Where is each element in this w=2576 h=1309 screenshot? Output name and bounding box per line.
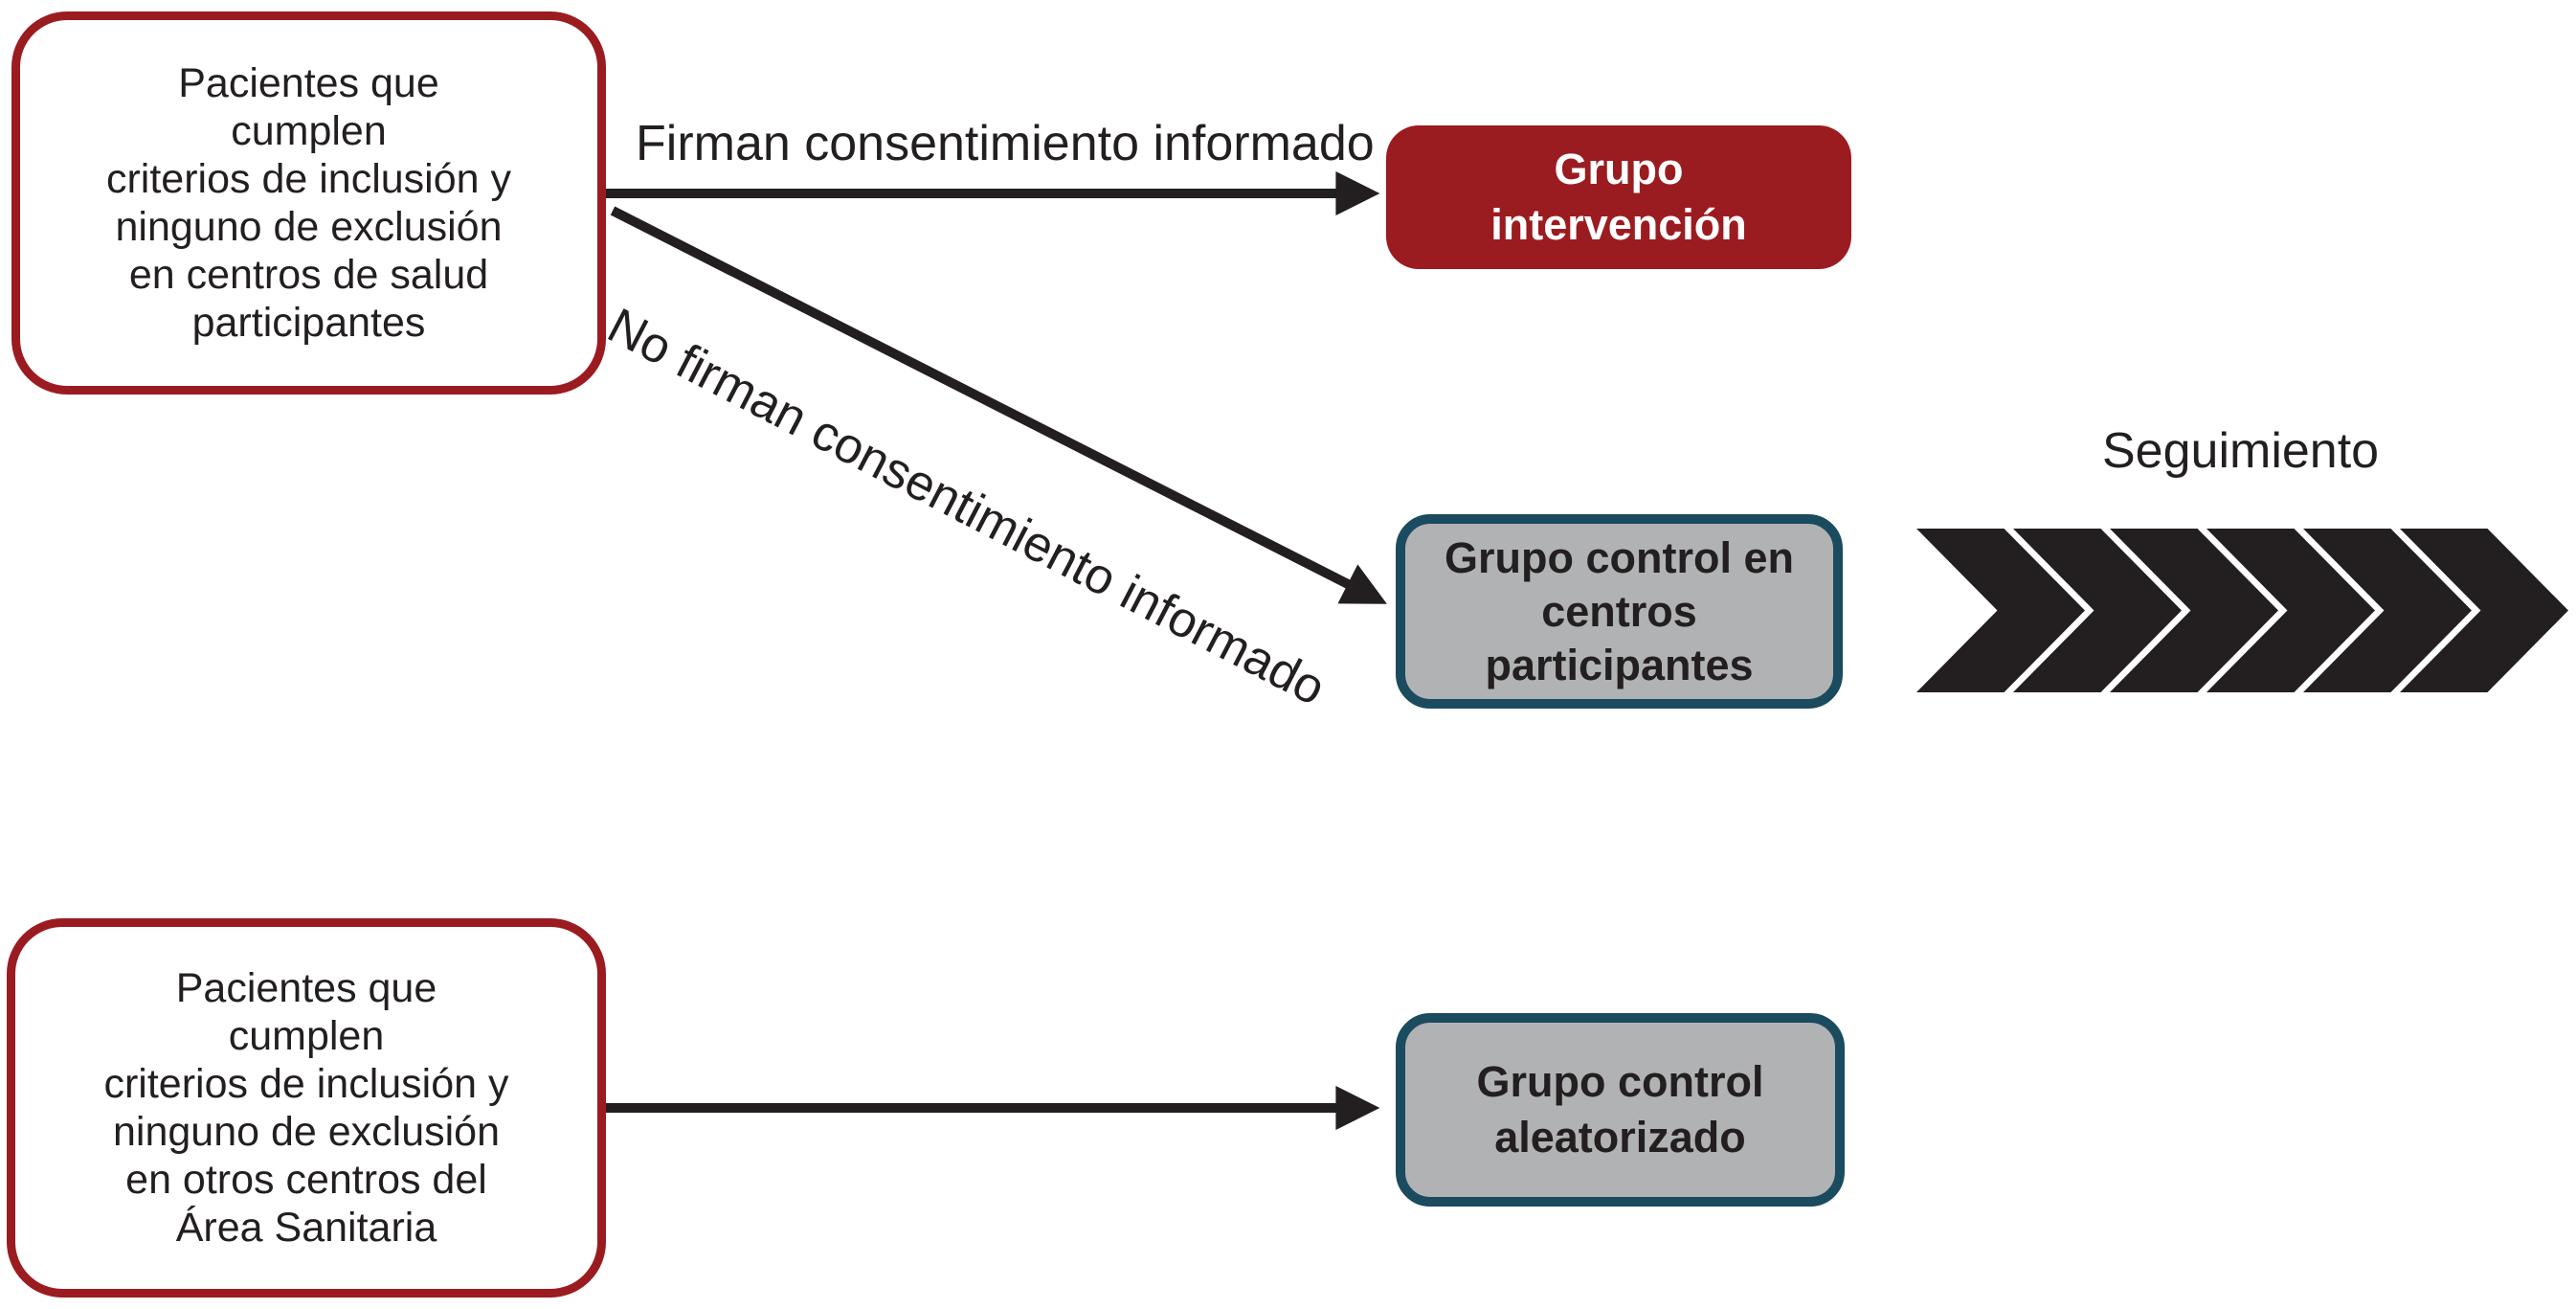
- node-text-line: intervención: [1490, 200, 1747, 249]
- follow-up-chevron-band: [1916, 529, 2568, 692]
- node-text-line: criterios de inclusión y: [103, 1061, 509, 1107]
- node-text-line: aleatorizado: [1494, 1113, 1746, 1162]
- node-text-line: ninguno de exclusión: [112, 1109, 501, 1155]
- label-sign-consent: Firman consentimiento informado: [636, 116, 1375, 171]
- node-eligible-participating-centers: Pacientes que cumplen criterios de inclu…: [11, 11, 606, 395]
- node-text-line: Pacientes que: [178, 60, 439, 106]
- node-text-line: Grupo: [1554, 145, 1684, 193]
- node-text-line: en otros centros del: [125, 1157, 487, 1203]
- node-text-line: participantes: [191, 300, 426, 346]
- node-text-line: participantes: [1485, 640, 1754, 689]
- node-text-line: cumplen: [228, 1013, 385, 1059]
- label-follow-up: Seguimiento: [2102, 423, 2380, 479]
- node-text-line: Área Sanitaria: [175, 1205, 437, 1251]
- arrow-no-sign-consent: [610, 206, 1387, 604]
- node-text-line: en centros de salud: [128, 252, 489, 298]
- node-control-group-randomized: Grupo control aleatorizado: [1396, 1013, 1845, 1207]
- node-text-line: cumplen: [231, 108, 387, 154]
- node-text-line: Pacientes que: [175, 965, 437, 1011]
- node-text-line: Grupo control: [1476, 1057, 1764, 1106]
- node-text-line: Grupo control en: [1445, 532, 1794, 582]
- node-intervention-group: Grupo intervención: [1386, 125, 1851, 269]
- node-control-group-participating: Grupo control en centros participantes: [1396, 514, 1843, 709]
- node-eligible-other-centers: Pacientes que cumplen criterios de inclu…: [7, 918, 606, 1298]
- node-text-line: centros: [1541, 586, 1697, 636]
- node-text-line: criterios de inclusión y: [105, 156, 511, 202]
- node-text-line: ninguno de exclusión: [115, 204, 503, 250]
